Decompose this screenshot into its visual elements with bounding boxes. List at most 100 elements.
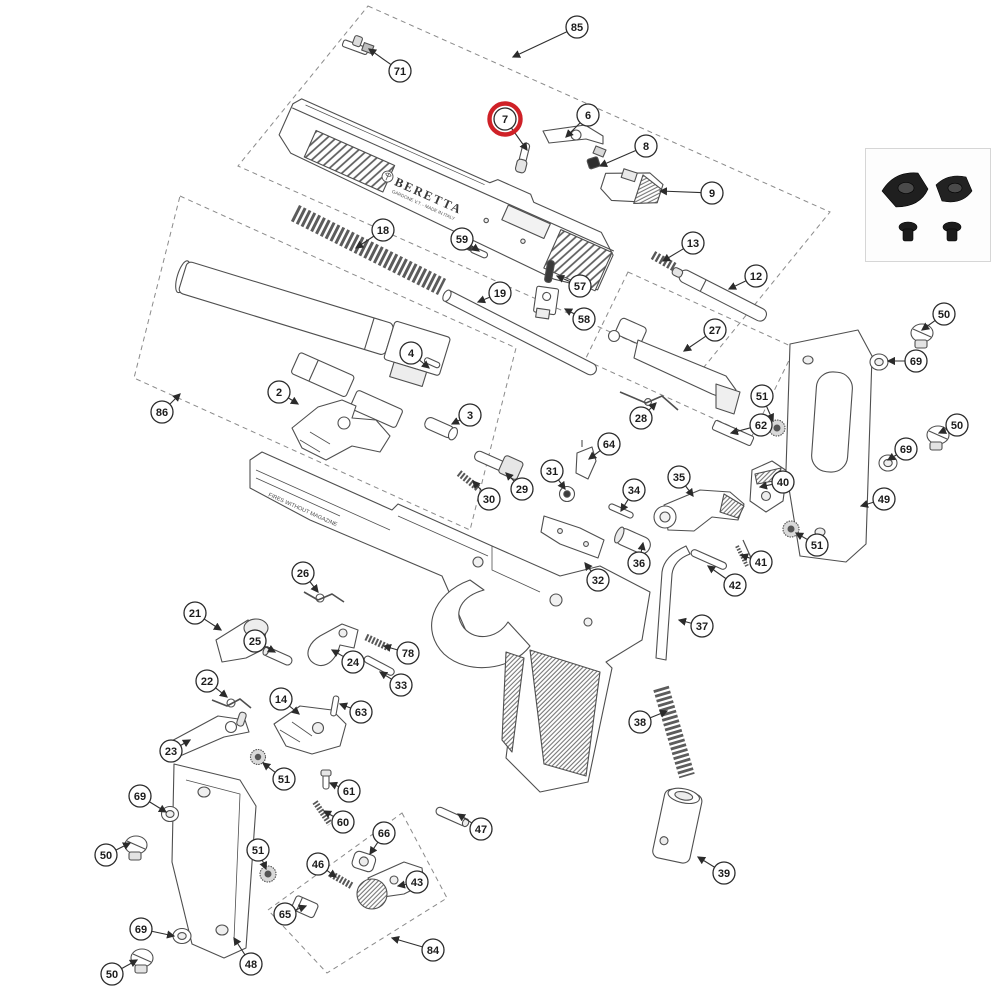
callout-12[interactable]: 12 <box>727 264 768 290</box>
callout-41[interactable]: 41 <box>739 550 773 574</box>
leader-line <box>557 480 566 491</box>
callout-78[interactable]: 78 <box>382 641 420 665</box>
callout-9[interactable]: 9 <box>658 181 724 205</box>
callout-51[interactable]: 51 <box>262 762 296 791</box>
callout-number: 35 <box>673 472 685 484</box>
grip-screw-50a-part <box>910 323 934 349</box>
spring-78-part <box>364 633 391 652</box>
callout-circle <box>100 962 124 986</box>
callout-49[interactable]: 49 <box>859 487 896 511</box>
callout-number: 69 <box>135 924 147 936</box>
callout-50[interactable]: 50 <box>100 959 139 986</box>
callout-51[interactable]: 51 <box>750 384 774 423</box>
callout-71[interactable]: 71 <box>367 48 412 83</box>
callout-36[interactable]: 36 <box>627 541 651 575</box>
callout-66[interactable]: 66 <box>369 821 396 856</box>
callout-29[interactable]: 29 <box>505 472 534 501</box>
leader-line <box>472 480 482 491</box>
callout-40[interactable]: 40 <box>758 470 795 494</box>
callout-35[interactable]: 35 <box>667 465 694 497</box>
callout-69[interactable]: 69 <box>886 349 928 373</box>
callout-23[interactable]: 23 <box>159 739 192 763</box>
callout-42[interactable]: 42 <box>706 565 747 597</box>
callout-50[interactable]: 50 <box>937 413 969 437</box>
callout-61[interactable]: 61 <box>328 779 361 803</box>
callout-64[interactable]: 64 <box>588 432 621 460</box>
tube-36-part <box>614 526 651 555</box>
callout-circle <box>337 779 361 803</box>
callout-37[interactable]: 37 <box>677 614 714 638</box>
callout-38[interactable]: 38 <box>628 709 669 734</box>
callout-25[interactable]: 25 <box>243 629 277 653</box>
callout-2[interactable]: 2 <box>267 380 300 405</box>
callout-number: 4 <box>408 348 415 360</box>
callout-84[interactable]: 84 <box>390 936 445 962</box>
callout-65[interactable]: 65 <box>273 902 308 926</box>
leader-line <box>295 904 308 913</box>
callout-69[interactable]: 69 <box>129 917 176 941</box>
callout-19[interactable]: 19 <box>476 281 512 305</box>
callout-circle <box>565 15 589 39</box>
callout-4[interactable]: 4 <box>399 341 430 369</box>
leader-line <box>682 335 706 352</box>
callout-circle <box>700 181 724 205</box>
callout-63[interactable]: 63 <box>338 700 373 724</box>
callout-13[interactable]: 13 <box>661 231 705 262</box>
callout-7[interactable]: 7 <box>487 101 528 152</box>
leader-line <box>259 860 268 871</box>
callout-22[interactable]: 22 <box>195 669 228 698</box>
callout-number: 51 <box>278 774 290 786</box>
washer-69c-part <box>160 805 180 823</box>
callout-32[interactable]: 32 <box>584 562 610 592</box>
callout-48[interactable]: 48 <box>233 936 263 976</box>
callout-33[interactable]: 33 <box>378 671 413 697</box>
callout-28[interactable]: 28 <box>629 402 657 430</box>
callout-circle <box>405 870 429 894</box>
callout-31[interactable]: 31 <box>540 459 566 491</box>
leader-line <box>685 485 694 497</box>
callout-circle <box>239 952 263 976</box>
callout-51[interactable]: 51 <box>794 532 829 557</box>
callout-69[interactable]: 69 <box>886 437 918 461</box>
callout-34[interactable]: 34 <box>620 478 646 513</box>
callout-3[interactable]: 3 <box>450 403 482 427</box>
callout-46[interactable]: 46 <box>306 852 338 878</box>
callout-57[interactable]: 57 <box>555 274 592 298</box>
leader-line <box>598 150 636 167</box>
callout-69[interactable]: 69 <box>128 784 168 813</box>
callout-circle <box>399 341 423 365</box>
callout-21[interactable]: 21 <box>183 601 223 631</box>
callout-43[interactable]: 43 <box>396 870 429 894</box>
callout-number: 34 <box>628 485 641 497</box>
callout-50[interactable]: 50 <box>920 302 956 331</box>
callout-18[interactable]: 18 <box>354 218 395 249</box>
callout-circle <box>421 938 445 962</box>
callout-59[interactable]: 59 <box>450 227 481 252</box>
callout-6[interactable]: 6 <box>565 103 600 138</box>
bushing-66-part <box>351 850 377 873</box>
firing-pin-spring-part <box>650 251 679 272</box>
callout-24[interactable]: 24 <box>330 649 365 674</box>
bushing-51a-part <box>768 419 786 437</box>
callout-62[interactable]: 62 <box>729 413 773 437</box>
callout-8[interactable]: 8 <box>598 134 658 167</box>
callout-47[interactable]: 47 <box>456 813 493 841</box>
callout-50[interactable]: 50 <box>94 842 132 867</box>
callout-51[interactable]: 51 <box>246 838 270 871</box>
callout-39[interactable]: 39 <box>696 856 736 885</box>
leader-line <box>658 187 701 196</box>
callout-60[interactable]: 60 <box>322 810 355 834</box>
callout-86[interactable]: 86 <box>150 393 181 424</box>
recoil-spring-part <box>290 204 447 296</box>
callout-circle <box>945 413 969 437</box>
callout-26[interactable]: 26 <box>291 561 319 593</box>
callout-27[interactable]: 27 <box>682 318 727 352</box>
bushing-51b-part <box>782 520 800 538</box>
callout-30[interactable]: 30 <box>472 480 501 511</box>
pin-42-part <box>690 549 728 570</box>
callout-85[interactable]: 85 <box>511 15 589 58</box>
leader-line <box>511 31 567 58</box>
callout-14[interactable]: 14 <box>269 687 300 715</box>
callout-circle <box>341 650 365 674</box>
callout-58[interactable]: 58 <box>563 307 596 331</box>
